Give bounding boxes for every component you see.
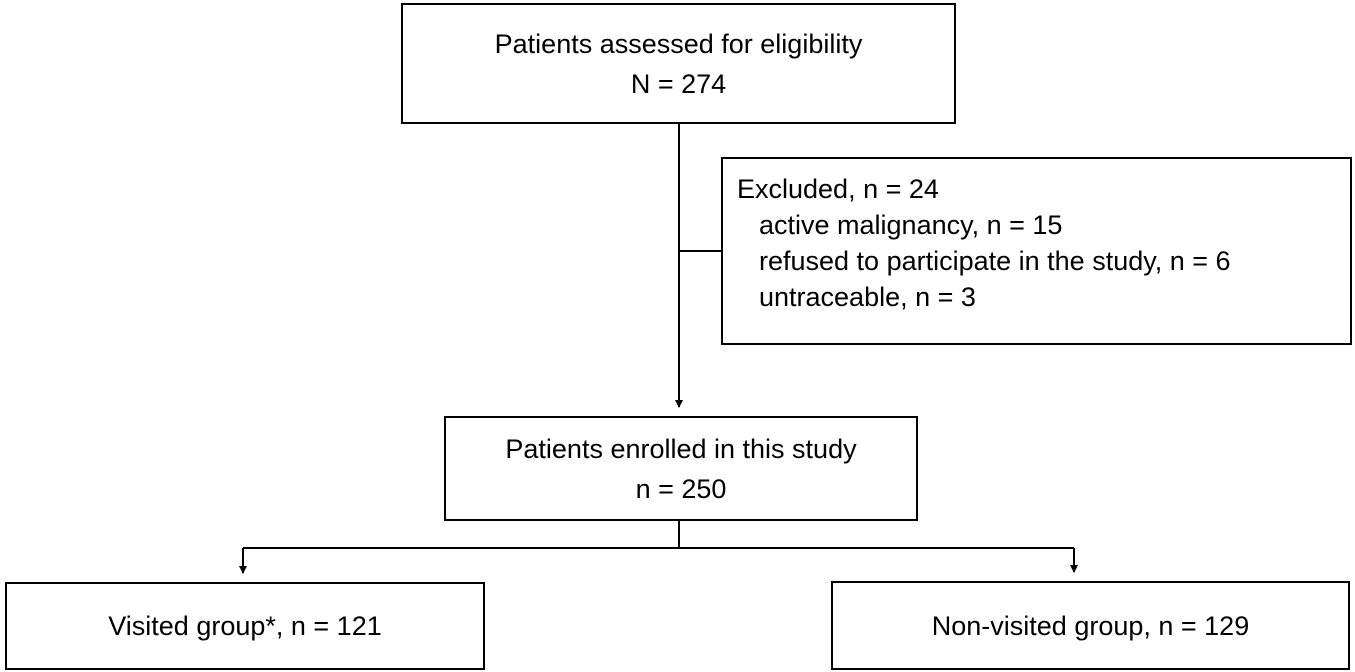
assessed-box: Patients assessed for eligibility N = 27… [401, 3, 956, 124]
excluded-box: Excluded, n = 24 active malignancy, n = … [721, 157, 1352, 345]
visited-group-label: Visited group*, n = 121 [108, 611, 382, 641]
non-visited-group-box: Non-visited group, n = 129 [831, 581, 1350, 670]
excluded-title: Excluded, n = 24 [737, 174, 939, 204]
assessed-count: N = 274 [630, 68, 727, 99]
exclusion-reason: active malignancy, n = 15 [759, 210, 1063, 240]
exclusion-reason: refused to participate in the study, n =… [759, 246, 1231, 276]
enrolled-box: Patients enrolled in this study n = 250 [444, 416, 918, 521]
enrolled-count: n = 250 [635, 473, 727, 504]
assessed-title: Patients assessed for eligibility [494, 28, 863, 59]
non-visited-group-label: Non-visited group, n = 129 [931, 610, 1250, 641]
enrolled-title: Patients enrolled in this study [505, 433, 857, 464]
visited-group-box: Visited group*, n = 121 [5, 582, 485, 670]
exclusion-reason: untraceable, n = 3 [759, 282, 976, 312]
